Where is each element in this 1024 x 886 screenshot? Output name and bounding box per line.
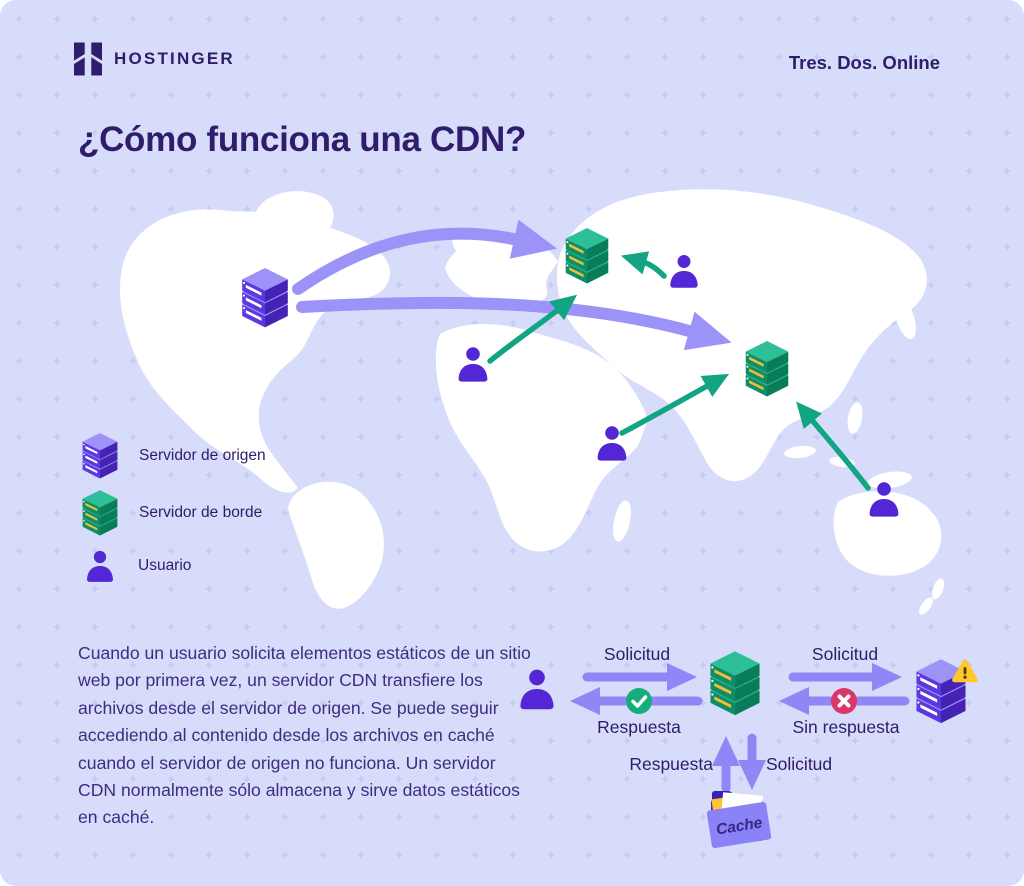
flow-label-request-to-origin: Solicitud bbox=[811, 644, 879, 664]
cache-folder-icon: Cache bbox=[706, 791, 772, 849]
arrow-user-eastafrica-to-edge-asia bbox=[619, 373, 730, 436]
arrow-user-australia-to-edge-asia bbox=[796, 401, 871, 491]
flow-edge-server-icon bbox=[710, 651, 760, 716]
flow-label-request-to-edge: Solicitud bbox=[603, 644, 671, 664]
legend: Servidor de origen Servidor de borde Usu… bbox=[78, 433, 266, 585]
legend-label-origin: Servidor de origen bbox=[139, 447, 266, 464]
legend-label-user: Usuario bbox=[138, 557, 192, 574]
edge-server-icon bbox=[78, 490, 122, 536]
description-text: Cuando un usuario solicita elementos est… bbox=[78, 643, 531, 828]
page-title: ¿Cómo funciona una CDN? bbox=[78, 120, 527, 159]
arrow-origin-to-edge-europe bbox=[292, 219, 558, 295]
origin-server-icon bbox=[78, 433, 122, 479]
flow-label-response-to-user: Respuesta bbox=[597, 717, 681, 737]
arrow-user-africa-to-edge-europe bbox=[487, 294, 578, 364]
legend-label-edge: Servidor de borde bbox=[139, 504, 263, 521]
flow-label-response-from-cache: Respuesta bbox=[629, 754, 713, 774]
brand-logo: HOSTINGER bbox=[74, 42, 235, 76]
legend-item-edge: Servidor de borde bbox=[78, 490, 266, 536]
legend-item-user: Usuario bbox=[78, 547, 266, 585]
flow-origin-server-icon bbox=[916, 659, 966, 724]
flow-label-no-response: Sin respuesta bbox=[792, 717, 900, 737]
origin-server-icon-map bbox=[242, 268, 288, 328]
hostinger-logo-icon bbox=[74, 42, 102, 76]
arrow-user-russia-to-edge bbox=[620, 251, 667, 279]
edge-server-icon-europe bbox=[565, 228, 609, 284]
arrow-origin-to-edge-asia bbox=[296, 296, 732, 351]
edge-server-icon-asia bbox=[745, 341, 789, 397]
brand-logo-text: HOSTINGER bbox=[114, 49, 235, 68]
error-icon bbox=[831, 688, 857, 714]
legend-item-origin: Servidor de origen bbox=[78, 433, 266, 479]
flow-label-request-to-cache: Solicitud bbox=[766, 754, 833, 774]
check-icon bbox=[626, 688, 652, 714]
user-icon bbox=[82, 547, 118, 585]
brand-tagline: Tres. Dos. Online bbox=[788, 52, 940, 73]
